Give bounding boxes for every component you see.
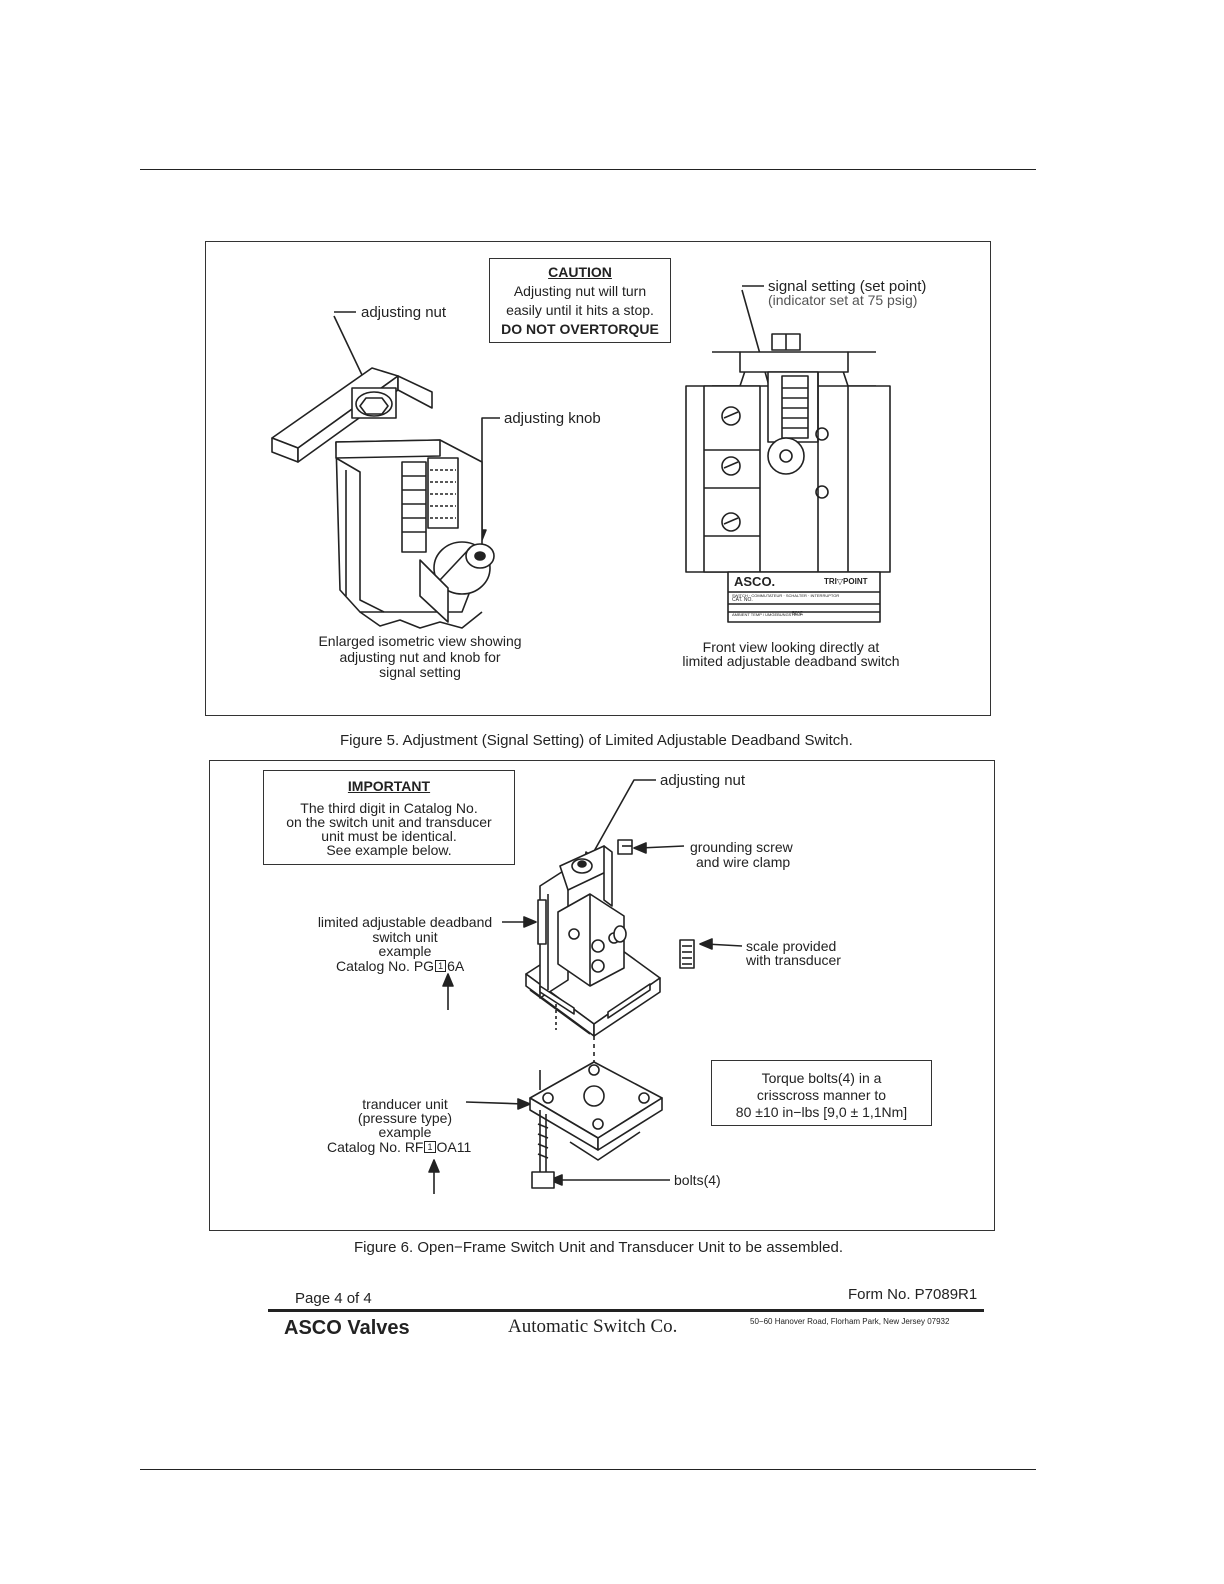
- label-switch-unit-line-3: example: [378, 943, 432, 959]
- important-line-3: unit must be identical.: [321, 828, 457, 844]
- isometric-switch: [271, 367, 495, 629]
- caution-line-2: easily until it hits a stop.: [506, 302, 654, 318]
- caution-title: CAUTION: [548, 264, 612, 280]
- label-scale-line-1: scale provided: [746, 938, 837, 954]
- left-caption-line-3: signal setting: [379, 664, 461, 680]
- label-transducer-line-2: (pressure type): [357, 1110, 453, 1126]
- bottom-rule: [140, 1469, 1036, 1470]
- switch-catalog-prefix: Catalog No. PG: [336, 958, 435, 974]
- nameplate-temp: AMBIENT TEMP / UMGEBUNGSTEMP.: [732, 612, 804, 617]
- label-adjusting-nut-fig5: adjusting nut: [361, 304, 447, 321]
- label-switch-unit-line-2: switch unit: [372, 929, 438, 945]
- label-adjusting-nut-fig6: adjusting nut: [660, 772, 746, 789]
- important-line-2: on the switch unit and transducer: [286, 814, 492, 830]
- figure-6-caption: Figure 6. Open−Frame Switch Unit and Tra…: [354, 1239, 843, 1256]
- nameplate-temp-value: 50°C: [792, 611, 804, 617]
- page-number: Page 4 of 4: [295, 1290, 372, 1307]
- footer-company: Automatic Switch Co.: [508, 1316, 678, 1337]
- right-caption-line-2: limited adjustable deadband switch: [682, 653, 900, 669]
- important-box: IMPORTANT The third digit in Catalog No.…: [263, 770, 515, 865]
- nameplate-line: SWITCH · COMMUTATEUR · SCHALTER · INTERR…: [732, 593, 840, 598]
- figure-5-caption: Figure 5. Adjustment (Signal Setting) of…: [340, 732, 853, 749]
- label-indicator: (indicator set at 75 psig): [768, 292, 918, 308]
- label-grounding-line-2: and wire clamp: [696, 854, 791, 870]
- open-frame-switch-unit: [525, 839, 661, 1037]
- torque-line-2: crisscross manner to: [756, 1087, 887, 1103]
- label-bolts: bolts(4): [674, 1172, 721, 1188]
- form-number: Form No. P7089R1: [848, 1286, 978, 1303]
- label-adjusting-knob: adjusting knob: [504, 410, 601, 427]
- caution-warning: DO NOT OVERTORQUE: [501, 321, 659, 337]
- footer-address: 50−60 Hanover Road, Florham Park, New Je…: [750, 1317, 950, 1326]
- switch-catalog-digit: 1: [435, 960, 447, 973]
- torque-box: Torque bolts(4) in a crisscross manner t…: [711, 1060, 932, 1126]
- label-switch-unit-line-1: limited adjustable deadband: [317, 914, 493, 930]
- left-caption-line-1: Enlarged isometric view showing: [318, 633, 522, 649]
- top-rule: [140, 169, 1036, 170]
- label-grounding-line-1: grounding screw: [690, 839, 793, 855]
- transducer-unit: [529, 1061, 663, 1189]
- important-line-1: The third digit in Catalog No.: [300, 800, 478, 816]
- nameplate-product: TRI▽POINT: [824, 577, 868, 586]
- transducer-catalog-prefix: Catalog No. RF: [327, 1139, 424, 1155]
- torque-line-3: 80 ±10 in−lbs [9,0 ± 1,1Nm]: [735, 1104, 908, 1120]
- label-transducer-line-1: tranducer unit: [362, 1096, 448, 1112]
- right-caption-line-1: Front view looking directly at: [702, 639, 880, 655]
- torque-line-1: Torque bolts(4) in a: [761, 1070, 882, 1086]
- caution-line-1: Adjusting nut will turn: [513, 283, 647, 299]
- transducer-catalog-digit: 1: [424, 1141, 436, 1154]
- left-caption-line-2: adjusting nut and knob for: [339, 649, 501, 665]
- label-signal-setting: signal setting (set point): [768, 278, 927, 295]
- label-transducer-line-3: example: [378, 1124, 432, 1140]
- nameplate-brand: ASCO.: [734, 574, 776, 589]
- footer-rule: [268, 1309, 984, 1312]
- transducer-catalog-suffix: OA11: [436, 1139, 472, 1155]
- important-line-4: See example below.: [326, 842, 452, 858]
- label-scale-line-2: with transducer: [746, 952, 841, 968]
- nameplate-cat: CAT. NO.: [732, 597, 753, 603]
- important-title: IMPORTANT: [347, 778, 431, 794]
- switch-catalog-suffix: 6A: [447, 958, 465, 974]
- footer-brand: ASCO Valves: [284, 1317, 410, 1339]
- front-view-switch: [685, 333, 891, 623]
- caution-box: CAUTION Adjusting nut will turn easily u…: [489, 258, 671, 343]
- scale-piece: [679, 939, 695, 969]
